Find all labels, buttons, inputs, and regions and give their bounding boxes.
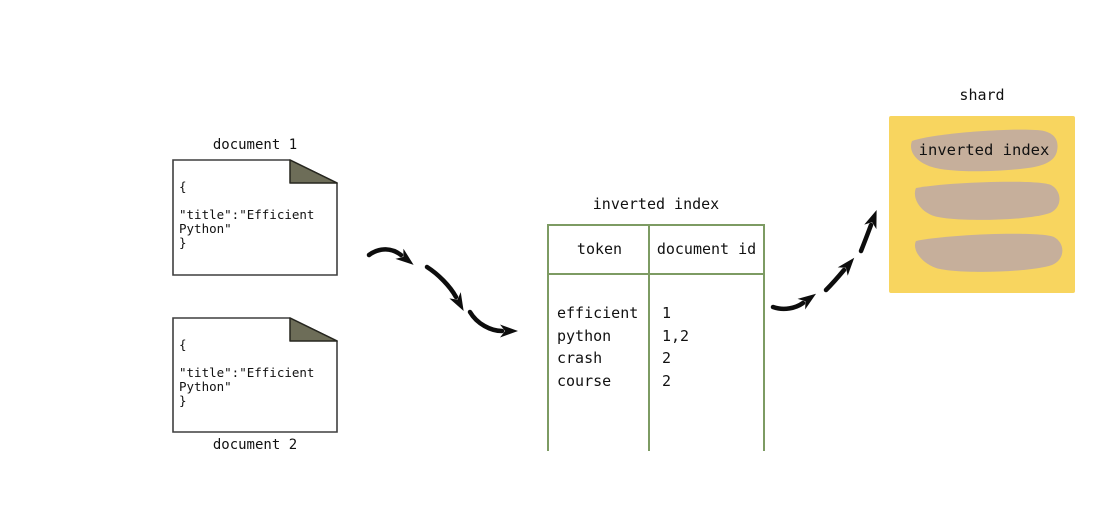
shard-segment-blob [910,129,1058,172]
arrows-documents-to-index [366,247,518,338]
document-1-page-icon [172,159,338,276]
document-2-content: { "title":"Efficient Python" } [179,337,315,408]
column-header-token: token [576,240,623,258]
arrows-index-to-shard [770,210,877,312]
table-row: course 2 [549,370,763,393]
shard-segment-blob [914,181,1060,220]
table-row: crash 2 [549,347,763,370]
token-cell: course [557,371,612,390]
document-2-label: document 2 [212,437,298,453]
table-row: efficient 1 [549,302,763,325]
table-body: efficient 1 python 1,2 crash 2 course 2 [549,275,763,451]
table-row: python 1,2 [549,325,763,348]
document-2-folded-corner-icon [289,317,338,342]
table-header-row: token document id [549,226,763,275]
document-id-cell: 1,2 [662,326,690,345]
shard-segment-label: inverted index [918,141,1050,159]
inverted-index-table: token document id efficient 1 python 1,2… [547,224,765,451]
shard-segment-blob [914,233,1063,272]
column-header-document-id: document id [656,240,757,258]
arrow-icon [858,210,877,254]
document-2-page-icon [172,317,338,433]
document-1-content: { "title":"Efficient Python" } [179,179,315,250]
token-cell: crash [557,349,603,367]
shard-label: shard [959,86,1005,104]
document-1-label: document 1 [212,137,298,153]
arrow-icon [366,247,414,265]
column-divider [648,226,650,451]
arrow-icon [823,257,855,293]
arrow-icon [467,309,518,338]
arrow-icon [770,293,817,312]
document-1-folded-corner-icon [289,159,338,184]
token-cell: efficient [557,304,639,322]
document-id-cell: 1 [662,304,672,322]
token-cell: python [557,326,612,345]
inverted-index-title: inverted index [592,195,720,213]
document-id-cell: 2 [662,349,672,367]
document-id-cell: 2 [662,371,672,390]
arrow-icon [424,264,464,312]
